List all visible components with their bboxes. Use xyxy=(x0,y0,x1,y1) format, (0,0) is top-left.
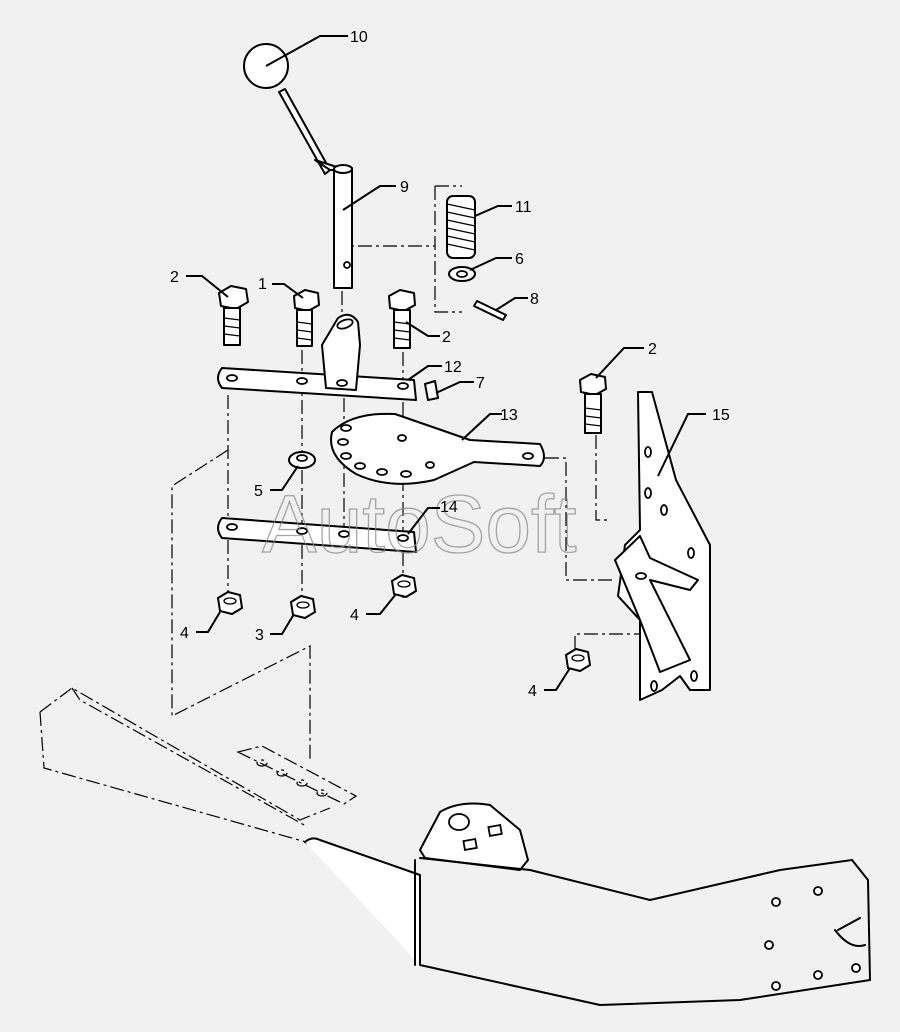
spacer xyxy=(288,451,316,469)
callout-1: 1 xyxy=(258,276,267,293)
callout-2-left: 2 xyxy=(170,269,179,286)
spring-assembly xyxy=(446,195,507,321)
callout-14: 14 xyxy=(440,499,458,516)
callout-11: 11 xyxy=(515,199,532,216)
nuts xyxy=(216,573,592,673)
bolts xyxy=(218,285,607,434)
gate-plate xyxy=(330,412,545,485)
mounting-bracket xyxy=(614,391,711,701)
callout-2-right: 2 xyxy=(648,341,657,358)
callout-12: 12 xyxy=(444,359,462,376)
callout-2-mid: 2 xyxy=(442,329,451,346)
callout-9: 9 xyxy=(400,179,409,196)
callouts: 10 9 11 6 8 2 1 2 12 7 13 2 15 5 14 4 3 xyxy=(170,29,730,700)
callout-5: 5 xyxy=(254,483,263,500)
upper-plate xyxy=(217,313,417,401)
watermark-text: AutoSoft xyxy=(262,479,577,570)
chassis-frame xyxy=(39,687,871,1006)
callout-4-mid: 4 xyxy=(350,607,359,624)
lower-plate xyxy=(217,517,417,553)
callout-6: 6 xyxy=(515,251,524,268)
callout-13: 13 xyxy=(500,407,518,424)
callout-8: 8 xyxy=(530,291,539,308)
callout-10: 10 xyxy=(350,29,368,46)
callout-3: 3 xyxy=(255,627,264,644)
callout-4-right: 4 xyxy=(528,683,537,700)
callout-4-left: 4 xyxy=(180,625,189,642)
callout-7: 7 xyxy=(476,375,485,392)
callout-15: 15 xyxy=(712,407,730,424)
roll-pin xyxy=(424,380,439,401)
shift-lever xyxy=(243,43,353,289)
